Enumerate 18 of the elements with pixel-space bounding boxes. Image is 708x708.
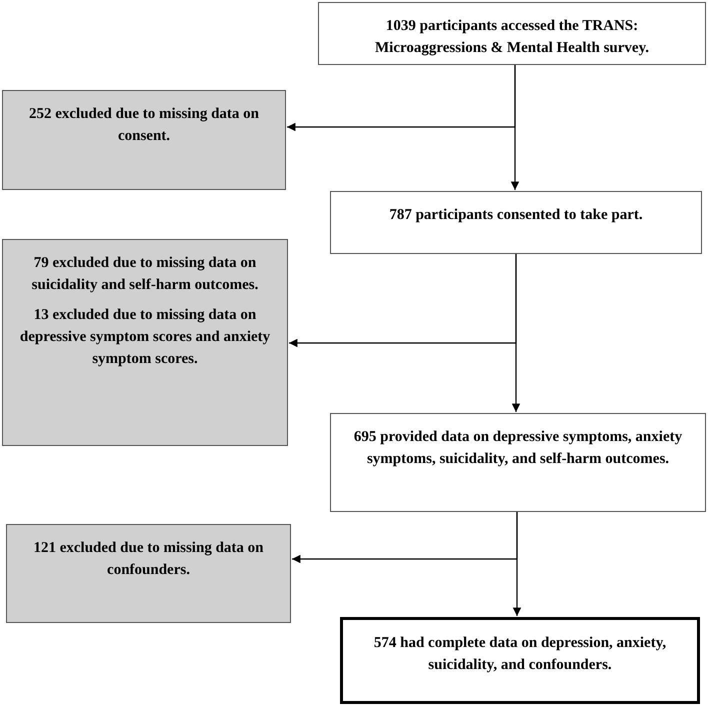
exclusion-box [2, 90, 286, 190]
box-text: 121 excluded due to missing data on confounders. [32, 539, 265, 580]
box-text: 79 excluded due to missing data on suicidality and self-harm outcomes. [30, 254, 260, 295]
arrow [512, 512, 522, 616]
exclusion-box [6, 524, 291, 623]
arrow [510, 65, 520, 190]
process-box [330, 413, 706, 512]
process-box [330, 191, 702, 254]
box-text: 787 participants consented to take part. [389, 206, 643, 225]
box-text: 1039 participants accessed the TRANS: Microaggressions & Mental Health survey. [374, 17, 650, 58]
box-text: 13 excluded due to missing data on depressive symptom scores and anxiety symptom scores. [18, 306, 272, 369]
exclusion-box [2, 239, 288, 446]
arrow [512, 254, 520, 412]
process-box [340, 617, 700, 704]
box-text: 574 had complete data on depression, anxiety, suicidality, and confounders. [372, 634, 668, 675]
process-box [318, 2, 706, 65]
box-text: 695 provided data on depressive symptoms, anxiety symptoms, suicidality, and self-harm outcomes. [352, 428, 684, 469]
box-text: 252 excluded due to missing data on consent. [28, 105, 260, 146]
